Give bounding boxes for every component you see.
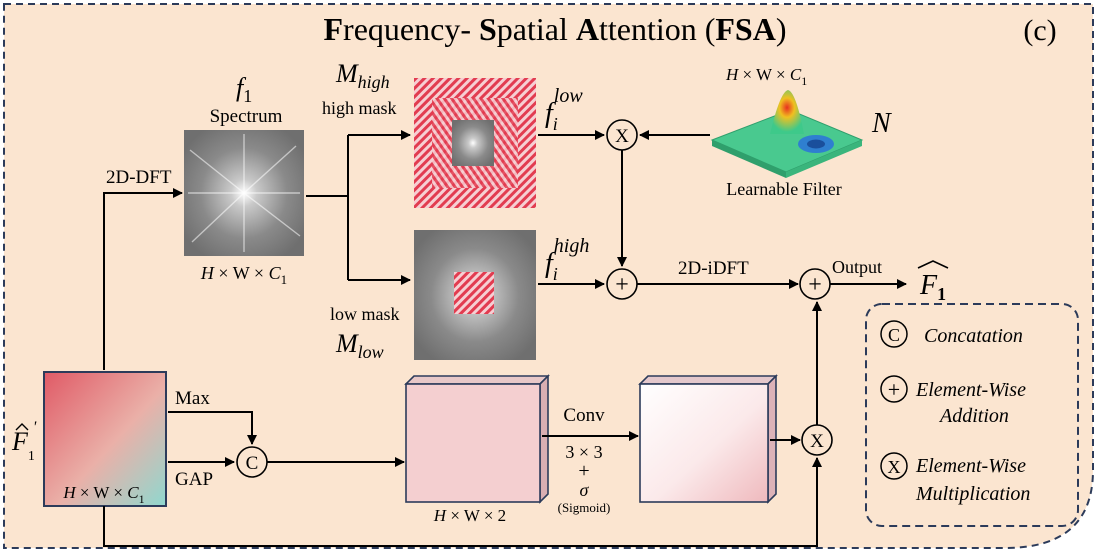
legend-item-add: + Element-Wise Addition [880, 375, 1026, 427]
filter-label: Learnable Filter [726, 179, 841, 199]
svg-text:+: + [888, 377, 900, 402]
svg-text:Element-Wise: Element-Wise [915, 455, 1026, 477]
conv-kernel: 3 × 3 [565, 442, 602, 462]
multiply-node-top-glyph: X [615, 126, 629, 147]
svg-text:Multiplication: Multiplication [915, 483, 1030, 505]
max-label: Max [175, 388, 210, 409]
input-dims: H × W × C1 [62, 483, 144, 506]
pooled-feature-block [404, 374, 550, 504]
conv-label: Conv [563, 405, 605, 426]
spectrum-label: Spectrum [210, 106, 283, 127]
high-mask-label: high mask [322, 98, 397, 118]
concat-node-glyph: C [246, 453, 259, 474]
low-mask-symbol: Mlow [335, 329, 384, 362]
skip-connection [103, 457, 822, 547]
spectrum-rays [188, 134, 301, 252]
output-symbol: F1 [919, 270, 946, 304]
svg-text:C: C [888, 325, 900, 345]
svg-text:X: X [888, 457, 901, 477]
f-high-symbol: fihigh [545, 235, 589, 284]
learnable-filter-surface [710, 90, 864, 178]
idft-label: 2D-iDFT [678, 258, 749, 279]
output-label: Output [832, 257, 882, 277]
svg-text:Element-Wise: Element-Wise [915, 379, 1026, 401]
low-mask-label: low mask [330, 304, 400, 324]
panel-tag: (c) [1023, 14, 1056, 47]
svg-text:Concatation: Concatation [924, 325, 1023, 347]
conv-plus: + [578, 460, 589, 482]
filter-dims: H × W × C1 [725, 65, 807, 88]
svg-text:Addition: Addition [938, 405, 1009, 427]
dft-label: 2D-DFT [106, 167, 172, 188]
attention-map-block [638, 374, 778, 504]
f-low-symbol: filow [545, 85, 583, 134]
legend-box [865, 303, 1079, 527]
input-symbol: F1' [11, 419, 37, 464]
spectrum-dims: H × W × C1 [200, 263, 287, 287]
spectrum-branch [306, 135, 349, 280]
spectrum-symbol: f1 [236, 73, 252, 106]
arrow-max [168, 411, 257, 445]
legend-item-concat: C Concatation [880, 320, 1023, 348]
high-mask-symbol: Mhigh [335, 59, 390, 92]
high-mask-center [452, 120, 494, 166]
input-feature-block [43, 371, 167, 507]
add-node-output-glyph: + [808, 272, 822, 298]
multiply-node-bottom-glyph: X [810, 431, 824, 452]
output-hat [917, 260, 949, 269]
conv-sigma: σ [580, 480, 590, 500]
input-hat [15, 423, 29, 431]
diagram-title: Frequency- Spatial Attention (FSA) [324, 11, 787, 47]
add-node-middle-glyph: + [615, 272, 629, 298]
low-mask-center [454, 272, 494, 314]
conv-sigmoid: (Sigmoid) [558, 500, 611, 515]
pool-dims: H × W × 2 [433, 506, 506, 525]
legend-item-multiply: X Element-Wise Multiplication [880, 452, 1030, 505]
gap-label: GAP [175, 469, 213, 490]
filter-symbol: N [871, 108, 892, 139]
dft-arrow [103, 188, 183, 370]
